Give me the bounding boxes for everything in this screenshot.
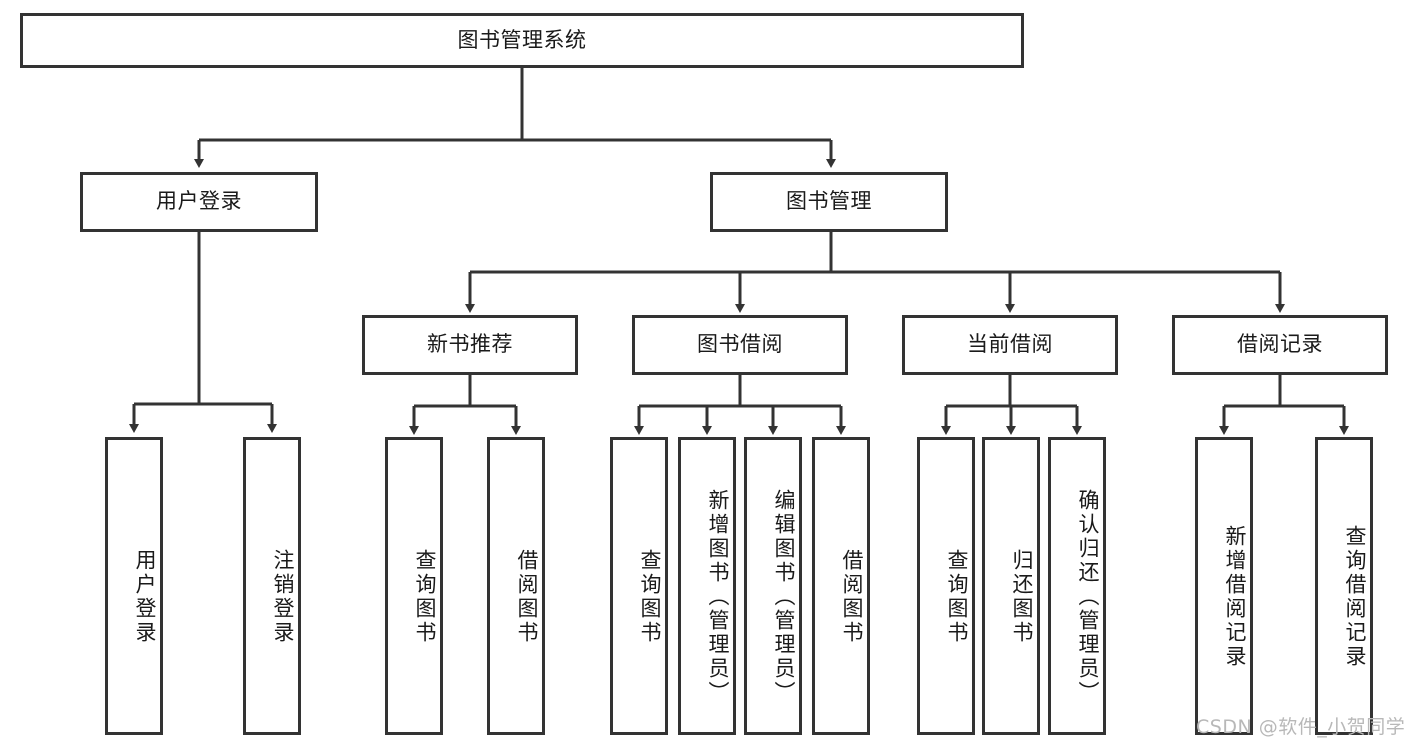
node-leaf-current-return-book-label: 归还图书 (1010, 549, 1034, 645)
node-new-book-rec[interactable]: 新书推荐 (362, 315, 578, 375)
node-book-manage[interactable]: 图书管理 (710, 172, 948, 232)
node-leaf-rec-borrow-book[interactable]: 借阅图书 (487, 437, 545, 735)
node-current-borrow-label: 当前借阅 (967, 332, 1053, 357)
node-borrow-record[interactable]: 借阅记录 (1172, 315, 1388, 375)
node-leaf-borrow-query-book[interactable]: 查询图书 (610, 437, 668, 735)
node-leaf-borrow-add-book-label: 新增图书（管理员） (706, 489, 730, 705)
node-borrow-record-label: 借阅记录 (1237, 332, 1323, 357)
node-leaf-borrow-edit-book[interactable]: 编辑图书（管理员） (744, 437, 802, 735)
node-leaf-current-return-book[interactable]: 归还图书 (982, 437, 1040, 735)
node-book-borrow[interactable]: 图书借阅 (632, 315, 848, 375)
node-leaf-user-login-label: 用户登录 (133, 549, 157, 645)
node-new-book-rec-label: 新书推荐 (427, 332, 513, 357)
node-leaf-current-confirm-return-label: 确认归还（管理员） (1076, 489, 1100, 705)
node-leaf-record-query[interactable]: 查询借阅记录 (1315, 437, 1373, 735)
node-leaf-current-query-book[interactable]: 查询图书 (917, 437, 975, 735)
node-user-login[interactable]: 用户登录 (80, 172, 318, 232)
node-leaf-borrow-add-book[interactable]: 新增图书（管理员） (678, 437, 736, 735)
node-user-login-label: 用户登录 (156, 189, 242, 214)
node-leaf-borrow-borrow-book[interactable]: 借阅图书 (812, 437, 870, 735)
node-leaf-user-login[interactable]: 用户登录 (105, 437, 163, 735)
node-root[interactable]: 图书管理系统 (20, 13, 1024, 68)
node-leaf-current-confirm-return[interactable]: 确认归还（管理员） (1048, 437, 1106, 735)
node-book-borrow-label: 图书借阅 (697, 332, 783, 357)
node-leaf-rec-query-book[interactable]: 查询图书 (385, 437, 443, 735)
node-leaf-record-add[interactable]: 新增借阅记录 (1195, 437, 1253, 735)
node-leaf-current-query-book-label: 查询图书 (945, 549, 969, 645)
node-current-borrow[interactable]: 当前借阅 (902, 315, 1118, 375)
node-root-label: 图书管理系统 (457, 27, 587, 52)
node-leaf-rec-borrow-book-label: 借阅图书 (515, 549, 539, 645)
node-leaf-user-logout[interactable]: 注销登录 (243, 437, 301, 735)
node-book-manage-label: 图书管理 (786, 189, 872, 214)
node-leaf-rec-query-book-label: 查询图书 (413, 549, 437, 645)
node-leaf-borrow-query-book-label: 查询图书 (638, 549, 662, 645)
node-leaf-borrow-borrow-book-label: 借阅图书 (840, 549, 864, 645)
node-leaf-record-query-label: 查询借阅记录 (1343, 525, 1367, 669)
node-leaf-record-add-label: 新增借阅记录 (1223, 525, 1247, 669)
node-leaf-borrow-edit-book-label: 编辑图书（管理员） (772, 489, 796, 705)
csdn-watermark: CSDN @软件_小贺同学 (1196, 716, 1405, 738)
node-leaf-user-logout-label: 注销登录 (271, 549, 295, 645)
